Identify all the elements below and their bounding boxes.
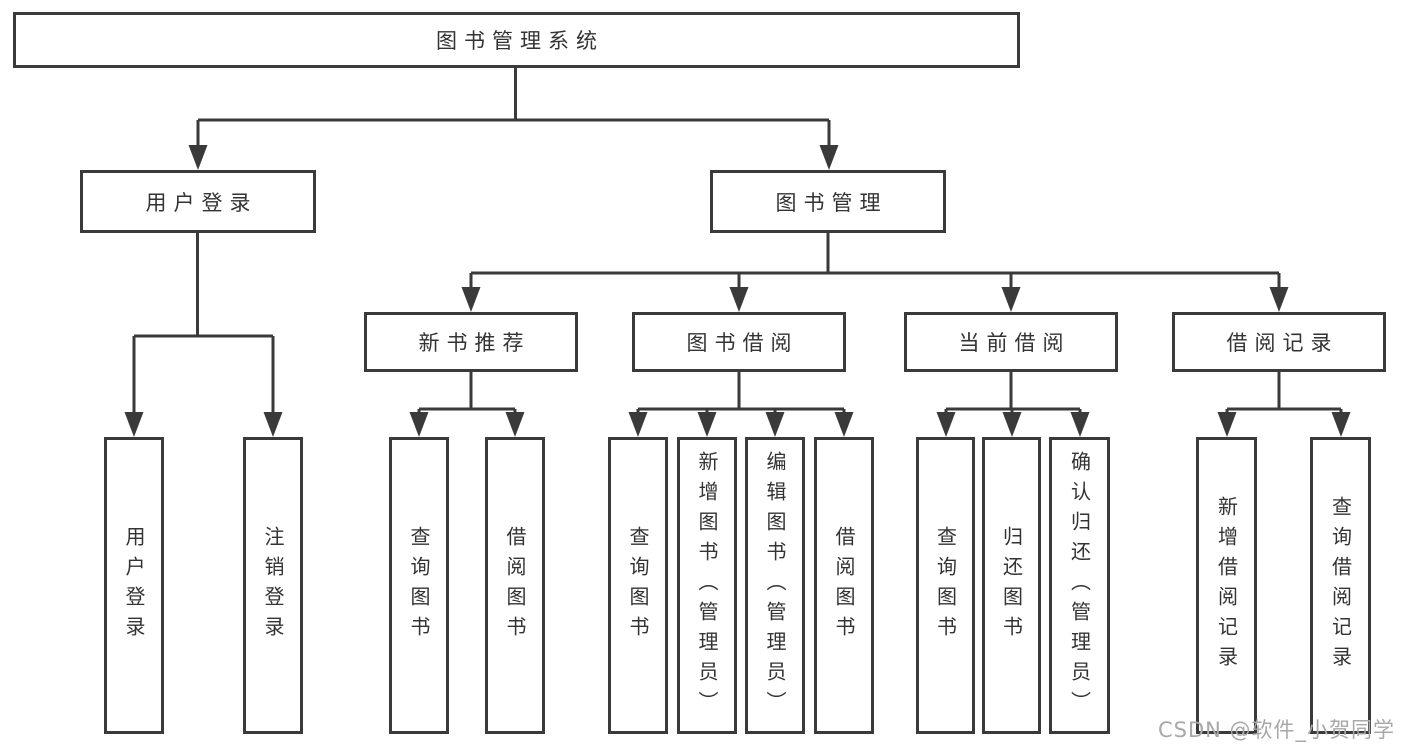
node-book-management: 图书管理 bbox=[710, 170, 946, 233]
node-current-borrowing: 当前借阅 bbox=[904, 312, 1118, 372]
leaf-recommend-query-book: 查询图书 bbox=[389, 437, 449, 734]
leaf-borrowing-borrow-book: 借阅图书 bbox=[814, 437, 874, 734]
leaf-user-login: 用户登录 bbox=[104, 437, 164, 734]
leaf-borrowing-borrow-book-label: 借阅图书 bbox=[832, 525, 856, 646]
leaf-confirm-return-admin: 确认归还（管理员） bbox=[1049, 437, 1110, 734]
csdn-watermark: CSDN @软件_小贺同学 bbox=[1158, 718, 1396, 742]
node-book-borrowing-label: 图书借阅 bbox=[686, 331, 799, 355]
leaf-edit-book-admin: 编辑图书（管理员） bbox=[745, 437, 805, 734]
leaf-current-query-book-label: 查询图书 bbox=[933, 525, 958, 646]
node-borrowing-records-label: 借阅记录 bbox=[1226, 331, 1339, 355]
leaf-logout: 注销登录 bbox=[243, 437, 303, 734]
leaf-return-book-label: 归还图书 bbox=[999, 525, 1024, 646]
node-user-login: 用户登录 bbox=[80, 170, 316, 233]
node-book-borrowing: 图书借阅 bbox=[632, 312, 846, 372]
node-borrowing-records: 借阅记录 bbox=[1172, 312, 1386, 372]
leaf-recommend-borrow-book-label: 借阅图书 bbox=[503, 525, 527, 646]
leaf-recommend-query-book-label: 查询图书 bbox=[407, 525, 431, 646]
leaf-logout-label: 注销登录 bbox=[261, 525, 285, 646]
node-current-borrowing-label: 当前借阅 bbox=[958, 331, 1071, 355]
leaf-add-book-admin-label: 新增图书（管理员） bbox=[695, 450, 719, 721]
leaf-add-borrow-record-label: 新增借阅记录 bbox=[1214, 495, 1239, 676]
leaf-confirm-return-admin-label: 确认归还（管理员） bbox=[1067, 450, 1092, 721]
node-root: 图书管理系统 bbox=[13, 12, 1020, 68]
node-book-management-label: 图书管理 bbox=[775, 190, 888, 215]
leaf-return-book: 归还图书 bbox=[982, 437, 1041, 734]
leaf-borrowing-query-book-label: 查询图书 bbox=[626, 525, 650, 646]
leaf-add-borrow-record: 新增借阅记录 bbox=[1196, 437, 1257, 734]
leaf-borrowing-query-book: 查询图书 bbox=[608, 437, 668, 734]
leaf-edit-book-admin-label: 编辑图书（管理员） bbox=[763, 450, 787, 721]
node-user-login-label: 用户登录 bbox=[145, 190, 258, 215]
leaf-query-borrow-record: 查询借阅记录 bbox=[1310, 437, 1371, 734]
leaf-query-borrow-record-label: 查询借阅记录 bbox=[1328, 495, 1353, 676]
leaf-recommend-borrow-book: 借阅图书 bbox=[485, 437, 545, 734]
node-new-book-recommend: 新书推荐 bbox=[364, 312, 578, 372]
node-new-book-recommend-label: 新书推荐 bbox=[418, 331, 531, 355]
leaf-current-query-book: 查询图书 bbox=[916, 437, 975, 734]
node-root-label: 图书管理系统 bbox=[436, 29, 604, 53]
leaf-user-login-label: 用户登录 bbox=[122, 525, 146, 646]
leaf-add-book-admin: 新增图书（管理员） bbox=[677, 437, 737, 734]
